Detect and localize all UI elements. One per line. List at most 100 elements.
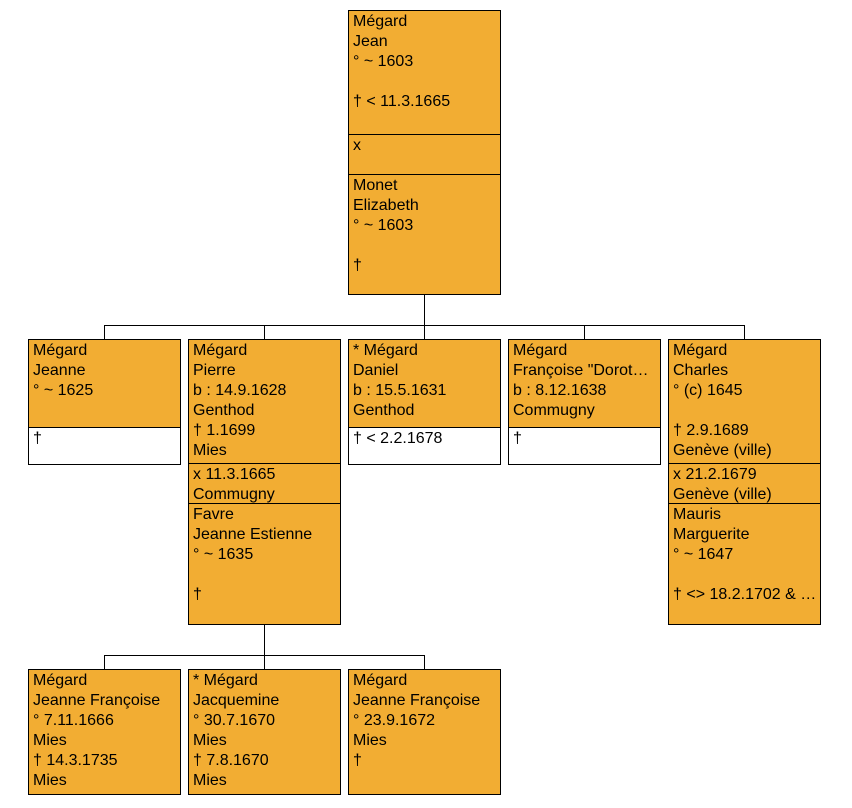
text-line: Pierre	[193, 362, 236, 379]
text-line	[673, 565, 820, 585]
text-line	[353, 236, 500, 256]
text-line: ° ~ 1603	[353, 53, 414, 70]
text-line: Commugny	[513, 402, 595, 419]
connector	[424, 325, 425, 340]
connector	[264, 624, 265, 655]
connector	[264, 325, 265, 340]
text-line: †	[33, 430, 42, 447]
text-line: Mégard	[33, 342, 88, 359]
text-line: † <> 18.2.1702 & …	[673, 586, 817, 603]
death-jeanne: †	[29, 427, 180, 464]
text-line: †	[353, 257, 362, 274]
text-line: Mies	[193, 732, 227, 749]
text-line: Jeanne	[33, 362, 86, 379]
text-line: * Mégard	[193, 672, 258, 689]
text-line: Mégard	[193, 342, 248, 359]
connector	[424, 655, 425, 669]
text-line: Françoise "Dorot…	[513, 362, 649, 379]
text-line: Mies	[193, 442, 227, 459]
text-line: ° ~ 1635	[193, 546, 254, 563]
text-line: x	[353, 137, 361, 154]
text-line: Mégard	[513, 342, 568, 359]
text-line: † < 2.2.1678	[353, 430, 443, 447]
connector	[104, 655, 105, 669]
text-line	[353, 72, 500, 92]
text-line: * Mégard	[353, 342, 418, 359]
text-line: †	[513, 430, 522, 447]
text-line: Jeanne Françoise	[33, 692, 161, 709]
text-line: x 11.3.1665	[193, 466, 276, 483]
text-line: † 2.9.1689	[673, 422, 749, 439]
connector	[424, 294, 425, 325]
text-line: †	[353, 752, 362, 769]
text-line: ° (c) 1645	[673, 382, 743, 399]
text-line: b : 8.12.1638	[513, 382, 607, 399]
text-line: Mégard	[673, 342, 728, 359]
text-line: ° ~ 1647	[673, 546, 734, 563]
text-line: ° ~ 1625	[33, 382, 94, 399]
death-francoise: †	[509, 427, 660, 464]
text-line: † 14.3.1735	[33, 752, 118, 769]
death-daniel: † < 2.2.1678	[349, 427, 500, 464]
text-line: Charles	[673, 362, 729, 379]
text-line	[673, 401, 820, 421]
text-line: Jean	[353, 33, 388, 50]
text-line: Mégard	[33, 672, 88, 689]
text-line: Genève (ville)	[673, 442, 772, 459]
connector	[264, 655, 265, 669]
connector	[744, 325, 745, 340]
connector	[584, 325, 585, 340]
text-line: Mauris	[673, 506, 722, 523]
text-line: Jeanne Estienne	[193, 526, 313, 543]
text-line: Mies	[33, 732, 67, 749]
text-line: Elizabeth	[353, 197, 419, 214]
text-line: Jacquemine	[193, 692, 280, 709]
marriage-jean: x	[349, 134, 500, 174]
text-line: † < 11.3.1665	[353, 93, 451, 110]
text-line: Genthod	[353, 402, 415, 419]
text-line: † 1.1699	[193, 422, 256, 439]
text-line: Marguerite	[673, 526, 750, 543]
text-line: Commugny	[193, 486, 275, 503]
text-line: Favre	[193, 506, 234, 523]
text-line: b : 15.5.1631	[353, 382, 447, 399]
text-line: Genève (ville)	[673, 486, 772, 503]
text-line: Mégard	[353, 672, 408, 689]
text-line	[193, 565, 340, 585]
text-line: Daniel	[353, 362, 399, 379]
text-line: ° 7.11.1666	[33, 712, 114, 729]
text-line: Monet	[353, 177, 398, 194]
text-line: ° 23.9.1672	[353, 712, 436, 729]
text-line: Mies	[193, 772, 227, 789]
text-line: Mies	[353, 732, 387, 749]
text-line: Genthod	[193, 402, 255, 419]
connector	[104, 325, 105, 340]
text-line: b : 14.9.1628	[193, 382, 287, 399]
text-line: Jeanne Françoise	[353, 692, 481, 709]
text-line: Mies	[33, 772, 67, 789]
text-line: x 21.2.1679	[673, 466, 757, 483]
